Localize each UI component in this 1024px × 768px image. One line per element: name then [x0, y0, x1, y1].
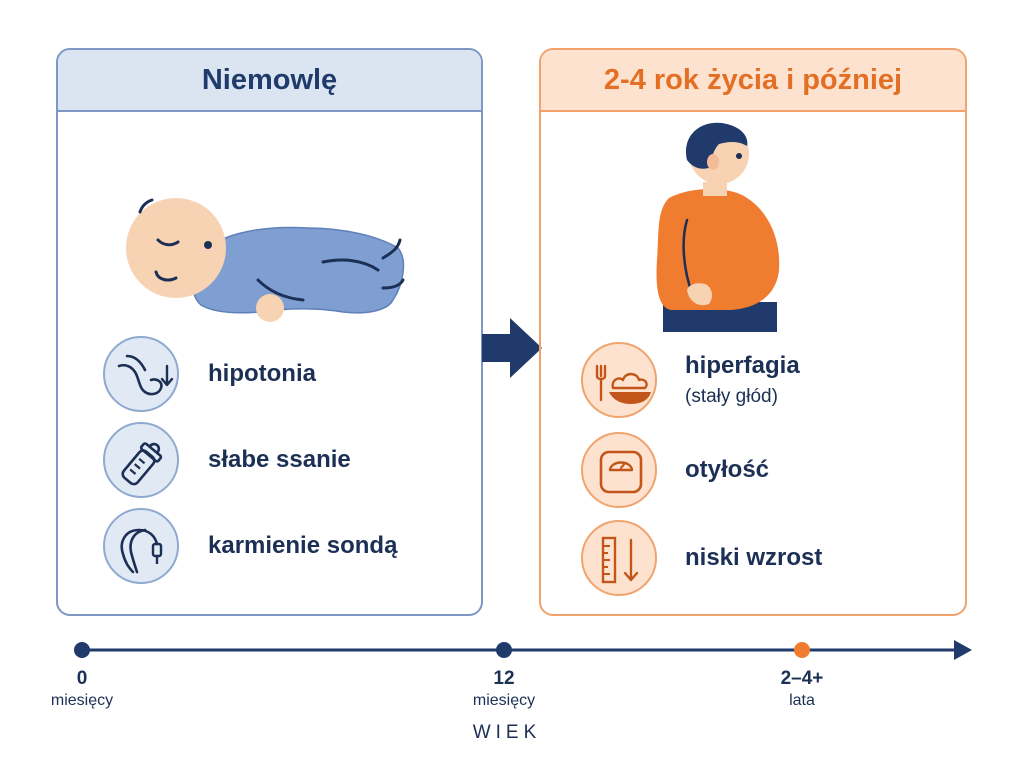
item-label: hiperfagia — [685, 352, 800, 379]
timeline-point — [496, 642, 512, 658]
infant-panel-title: Niemowlę — [58, 50, 481, 112]
toddler-panel-title: 2-4 rok życia i później — [541, 50, 965, 112]
item-label: karmienie sondą — [208, 532, 398, 559]
list-item: niski wzrost — [541, 516, 965, 600]
list-item: otyłość — [541, 428, 965, 512]
arrow-right-icon — [482, 318, 542, 378]
fork-plate-icon — [581, 342, 657, 418]
timeline-axis — [74, 640, 972, 660]
tick-label: 0 miesięcy — [50, 668, 114, 709]
bathroom-scale-icon — [581, 432, 657, 508]
list-item: karmienie sondą — [58, 504, 481, 588]
timeline-point — [794, 642, 810, 658]
timeline-point — [74, 642, 90, 658]
item-label: słabe ssanie — [208, 446, 351, 473]
item-label: hipotonia — [208, 360, 316, 387]
height-ruler-icon — [581, 520, 657, 596]
item-label: otyłość — [685, 456, 770, 483]
list-item: słabe ssanie — [58, 418, 481, 502]
tick-label: 2–4+ lata — [780, 668, 824, 709]
limp-arm-icon — [103, 336, 179, 412]
list-item: hiperfagia (stały głód) — [541, 338, 965, 422]
tick-label: 12 miesięcy — [472, 668, 536, 709]
axis-arrow-icon — [954, 640, 972, 660]
toddler-panel: 2-4 rok życia i później hiperfagia (stał… — [539, 48, 967, 616]
age-timeline: 0 miesięcy 12 miesięcy 2–4+ lata WIEK — [0, 620, 1024, 768]
feeding-tube-icon — [103, 508, 179, 584]
infant-panel: Niemowlę hipotonia — [56, 48, 483, 616]
list-item: hipotonia — [58, 332, 481, 416]
item-label: niski wzrost — [685, 544, 823, 571]
overweight-child-illustration — [656, 122, 780, 332]
item-sublabel: (stały głód) — [685, 386, 778, 407]
sleeping-baby-illustration — [126, 198, 405, 322]
axis-title: WIEK — [472, 722, 542, 743]
baby-bottle-icon — [103, 422, 179, 498]
